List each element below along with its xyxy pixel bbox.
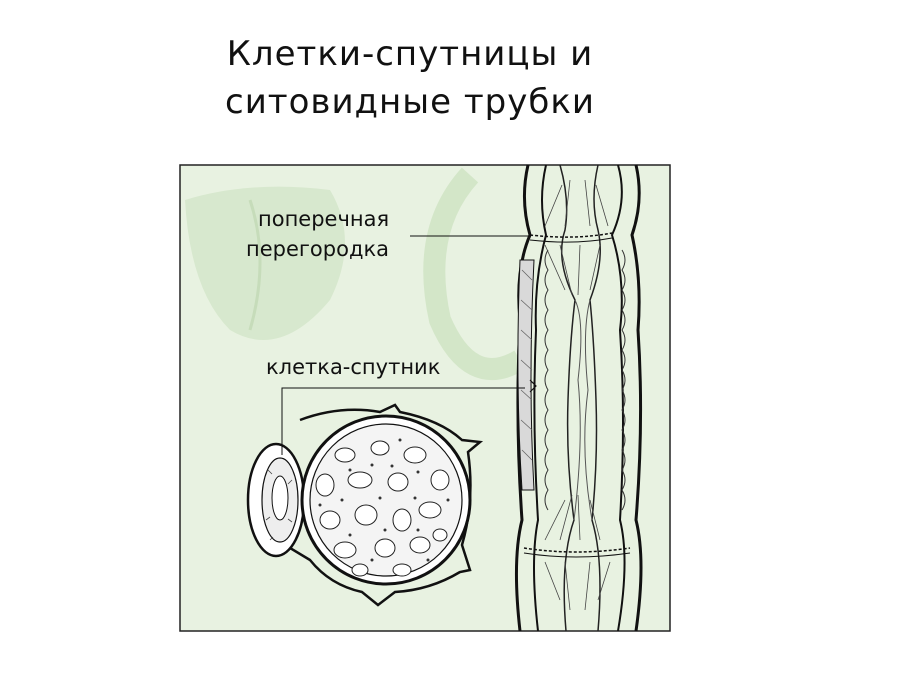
label-cross-plate-line-2: перегородка (246, 237, 390, 261)
title-line-2: ситовидные трубки (225, 82, 595, 122)
label-cross-plate-line-1: поперечная (258, 207, 390, 231)
sieve-tube (514, 164, 643, 632)
label-companion-cell: клетка-спутник (266, 355, 441, 379)
cross-section (246, 403, 484, 607)
title-line-1: Клетки-спутницы и (226, 34, 594, 74)
diagram-title: Клетки-спутницы и ситовидные трубки (150, 30, 670, 126)
leaf-watermark (185, 167, 526, 380)
companion-cell-leader (281, 387, 525, 455)
